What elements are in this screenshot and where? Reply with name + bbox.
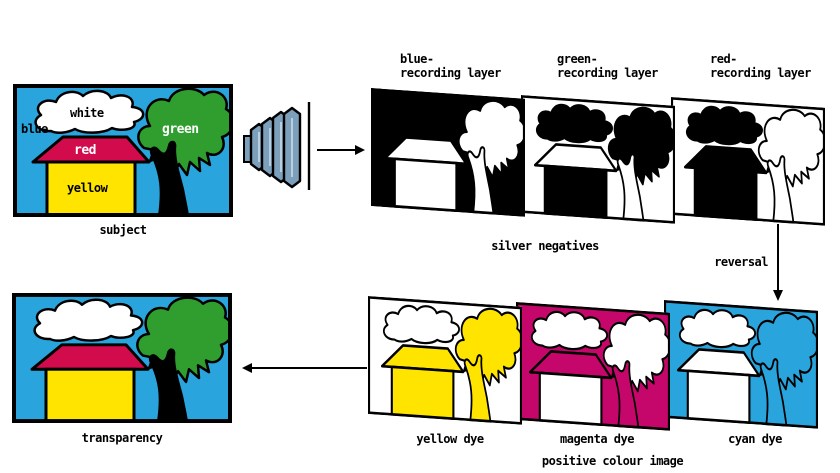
positive-panel-yellow bbox=[368, 296, 522, 425]
subject-caption: subject bbox=[99, 223, 147, 237]
negative-blue-scene bbox=[371, 88, 525, 217]
negative-panel-blue bbox=[371, 88, 525, 217]
label-red: red bbox=[74, 143, 96, 158]
positive-panel-cyan bbox=[664, 300, 818, 429]
label-blue-recording-layer: blue- recording layer bbox=[400, 52, 501, 80]
subject-panel: white blue red yellow green bbox=[13, 84, 233, 217]
positive-magenta-scene bbox=[516, 302, 670, 431]
yellow-dye-caption: yellow dye bbox=[416, 432, 484, 446]
arrow-down-icon bbox=[771, 224, 785, 301]
negative-green-scene bbox=[521, 95, 675, 224]
negative-panel-green bbox=[521, 95, 675, 224]
arrow-left-icon bbox=[242, 360, 367, 374]
transparency-panel bbox=[12, 293, 232, 423]
camera-bellows-icon bbox=[243, 100, 317, 192]
label-blue: blue bbox=[21, 122, 48, 136]
label-white: white bbox=[70, 106, 104, 120]
magenta-dye-caption: magenta dye bbox=[560, 432, 634, 446]
negative-panel-red bbox=[671, 97, 825, 226]
silver-negatives-caption: silver negatives bbox=[491, 239, 599, 253]
cyan-dye-caption: cyan dye bbox=[728, 432, 782, 446]
subject-scene bbox=[13, 84, 233, 217]
positive-cyan-scene bbox=[664, 300, 818, 429]
negative-red-scene bbox=[671, 97, 825, 226]
label-green: green bbox=[162, 122, 199, 137]
arrow-right-icon bbox=[317, 142, 365, 156]
positive-yellow-scene bbox=[368, 296, 522, 425]
reversal-label: reversal bbox=[714, 255, 768, 269]
transparency-caption: transparency bbox=[81, 431, 163, 445]
transparency-scene bbox=[12, 293, 232, 423]
positive-panel-magenta bbox=[516, 302, 670, 431]
label-yellow: yellow bbox=[67, 181, 108, 195]
label-red-recording-layer: red- recording layer bbox=[710, 52, 811, 80]
positive-colour-image-caption: positive colour image bbox=[541, 454, 684, 468]
label-green-recording-layer: green- recording layer bbox=[557, 52, 658, 80]
